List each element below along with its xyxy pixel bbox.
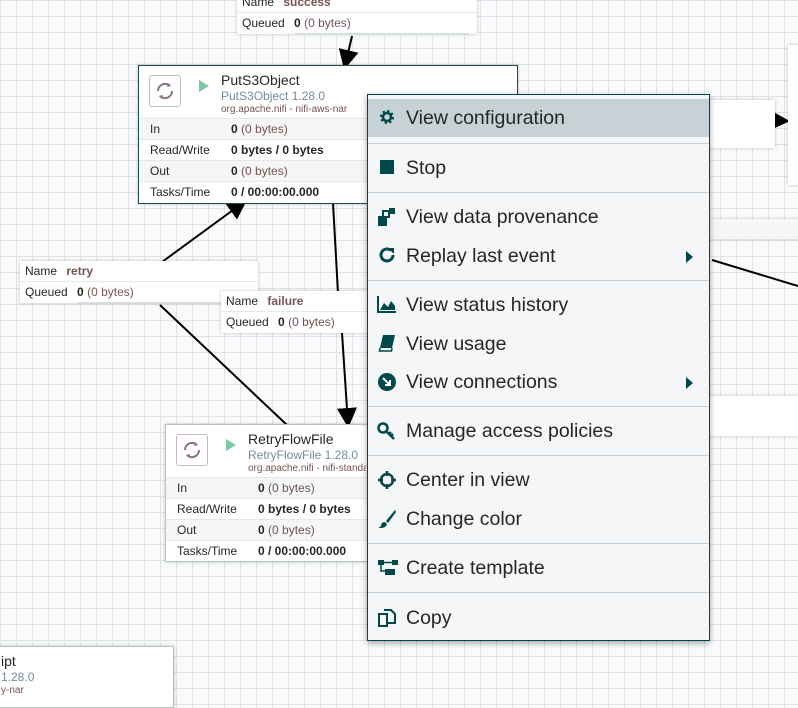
processor-name: ipt — [1, 653, 16, 669]
context-menu: View configuration Stop View data proven… — [367, 94, 710, 641]
gear-icon — [377, 108, 397, 128]
crosshairs-icon — [377, 470, 397, 490]
menu-item-center-in-view[interactable]: Center in view — [368, 461, 709, 499]
menu-item-create-template[interactable]: Create template — [368, 549, 709, 587]
menu-separator — [368, 192, 709, 193]
menu-item-view-status-history[interactable]: View status history — [368, 286, 709, 324]
paint-brush-icon — [377, 509, 397, 529]
right-connection-partial-2[interactable] — [700, 396, 798, 436]
template-icon — [377, 558, 398, 578]
menu-item-change-color[interactable]: Change color — [368, 500, 709, 538]
processor-bundle: y-nar — [1, 685, 24, 696]
chart-area-icon — [377, 295, 397, 315]
right-connection-partial[interactable] — [700, 219, 798, 239]
running-play-icon — [226, 439, 236, 451]
menu-separator — [368, 406, 709, 407]
menu-item-stop[interactable]: Stop — [368, 149, 709, 187]
replay-icon — [377, 246, 397, 266]
processor-bundle: org.apache.nifi - nifi-standard-nar — [248, 463, 366, 474]
menu-item-view-connections[interactable]: View connections — [368, 363, 709, 401]
processor-partial-bottom[interactable]: ipt 1.28.0 y-nar — [0, 646, 174, 708]
submenu-arrow-icon — [686, 377, 693, 389]
submenu-arrow-icon — [686, 251, 693, 263]
menu-separator — [368, 280, 709, 281]
success-connection-label[interactable]: Name success Queued 0 (0 bytes) — [237, 0, 477, 35]
connections-icon — [377, 372, 397, 392]
provenance-icon — [377, 207, 397, 227]
failure-connection-line-down[interactable] — [336, 332, 357, 428]
right-connection-line-2 — [711, 259, 798, 287]
menu-item-view-usage[interactable]: View usage — [368, 325, 709, 363]
success-connection-line[interactable] — [338, 35, 359, 70]
processor-bundle: org.apache.nifi - nifi-aws-nar — [221, 104, 348, 115]
right-component-partial-1[interactable] — [788, 45, 798, 185]
menu-separator — [368, 143, 709, 144]
right-component-partial-3[interactable] — [700, 100, 775, 148]
queue-bar — [295, 33, 469, 35]
retry-connection-line-down[interactable] — [159, 304, 288, 426]
copy-icon — [377, 608, 397, 628]
failure-connection-label[interactable]: Name failure Queued 0 (0 bytes) — [221, 291, 371, 333]
processor-retryflowfile[interactable]: RetryFlowFile RetryFlowFile 1.28.0 org.a… — [165, 424, 407, 562]
queue-bar — [78, 302, 250, 304]
book-icon — [377, 334, 397, 354]
processor-name: PutS3Object — [221, 72, 300, 88]
menu-separator — [368, 592, 709, 593]
menu-separator — [368, 543, 709, 544]
processor-version: PutS3Object 1.28.0 — [221, 89, 326, 103]
processor-version: 1.28.0 — [1, 670, 35, 684]
menu-separator — [368, 455, 709, 456]
key-icon — [377, 421, 397, 441]
processor-version: RetryFlowFile 1.28.0 — [248, 448, 359, 462]
stop-icon — [377, 158, 397, 178]
processor-icon — [176, 434, 208, 466]
menu-item-replay-last-event[interactable]: Replay last event — [368, 237, 709, 275]
processor-icon — [149, 75, 181, 107]
menu-item-copy[interactable]: Copy — [368, 599, 709, 637]
menu-item-manage-access-policies[interactable]: Manage access policies — [368, 412, 709, 450]
processor-name: RetryFlowFile — [248, 431, 334, 447]
menu-item-view-configuration[interactable]: View configuration — [368, 99, 709, 137]
menu-item-view-data-provenance[interactable]: View data provenance — [368, 198, 709, 236]
retry-connection-label[interactable]: Name retry Queued 0 (0 bytes) — [20, 261, 258, 304]
running-play-icon — [199, 80, 209, 92]
retry-connection-line-up[interactable] — [161, 199, 248, 263]
failure-connection-line-up[interactable] — [332, 202, 339, 294]
